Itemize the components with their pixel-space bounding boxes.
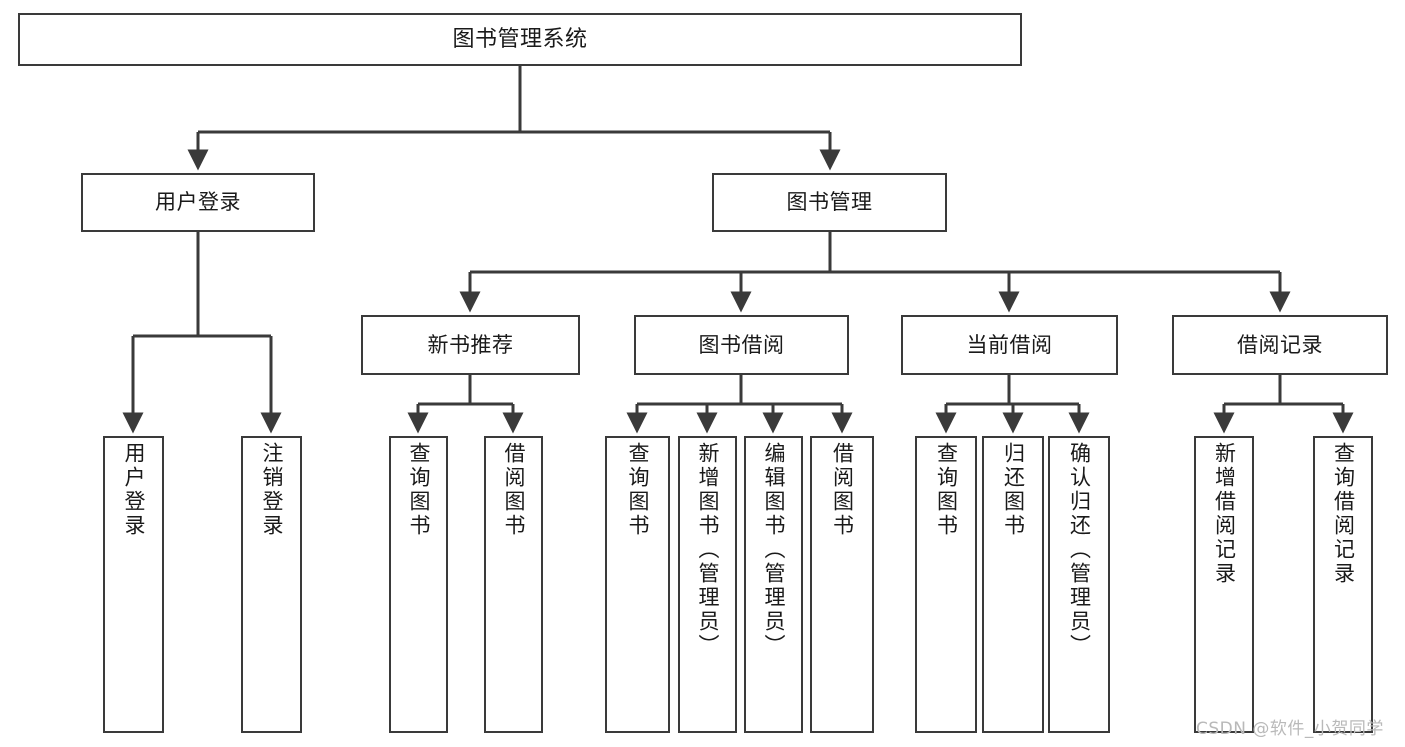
csdn-watermark: CSDN @软件_小贺同学	[1196, 719, 1384, 739]
leaf-add-book[interactable]: 新增图书（管理员）	[678, 436, 737, 733]
leaf-add-record[interactable]: 新增借阅记录	[1194, 436, 1254, 733]
node-book-manage[interactable]: 图书管理	[712, 173, 947, 232]
node-current-borrow[interactable]: 当前借阅	[901, 315, 1118, 375]
leaf-return-book[interactable]: 归还图书	[982, 436, 1044, 733]
leaf-borrow-book[interactable]: 借阅图书	[810, 436, 874, 733]
node-root-label: 图书管理系统	[452, 26, 588, 52]
node-user-login[interactable]: 用户登录	[81, 173, 315, 232]
leaf-add-record-label: 新增借阅记录	[1212, 442, 1237, 586]
node-book-borrow[interactable]: 图书借阅	[634, 315, 849, 375]
leaf-confirm-return[interactable]: 确认归还（管理员）	[1048, 436, 1110, 733]
node-current-borrow-label: 当前借阅	[966, 332, 1053, 357]
node-new-book-rec-label: 新书推荐	[427, 332, 514, 357]
leaf-add-book-label: 新增图书（管理员）	[696, 442, 720, 658]
node-borrow-record-label: 借阅记录	[1237, 332, 1323, 357]
node-new-book-rec[interactable]: 新书推荐	[361, 315, 580, 375]
leaf-query-record[interactable]: 查询借阅记录	[1313, 436, 1373, 733]
leaf-user-login-label: 用户登录	[122, 442, 146, 538]
leaf-borrow-book-rec[interactable]: 借阅图书	[484, 436, 543, 733]
leaf-borrow-book-rec-label: 借阅图书	[502, 442, 526, 538]
leaf-borrow-book-label: 借阅图书	[830, 442, 855, 538]
leaf-return-book-label: 归还图书	[1001, 442, 1026, 538]
leaf-user-login[interactable]: 用户登录	[103, 436, 164, 733]
leaf-query-book-rec-label: 查询图书	[407, 442, 431, 538]
leaf-query-record-label: 查询借阅记录	[1331, 442, 1356, 586]
leaf-edit-book-label: 编辑图书（管理员）	[762, 442, 786, 658]
node-user-login-label: 用户登录	[155, 190, 241, 215]
node-root[interactable]: 图书管理系统	[18, 13, 1022, 66]
leaf-query-book-current[interactable]: 查询图书	[915, 436, 977, 733]
leaf-query-book-rec[interactable]: 查询图书	[389, 436, 448, 733]
leaf-confirm-return-label: 确认归还（管理员）	[1067, 442, 1092, 658]
leaf-query-book-borrow-label: 查询图书	[626, 442, 650, 538]
node-book-manage-label: 图书管理	[786, 190, 873, 215]
leaf-query-book-borrow[interactable]: 查询图书	[605, 436, 670, 733]
node-borrow-record[interactable]: 借阅记录	[1172, 315, 1388, 375]
leaf-user-logout-label: 注销登录	[260, 442, 284, 538]
leaf-edit-book[interactable]: 编辑图书（管理员）	[744, 436, 803, 733]
node-book-borrow-label: 图书借阅	[698, 332, 785, 357]
leaf-user-logout[interactable]: 注销登录	[241, 436, 302, 733]
leaf-query-book-current-label: 查询图书	[934, 442, 959, 538]
